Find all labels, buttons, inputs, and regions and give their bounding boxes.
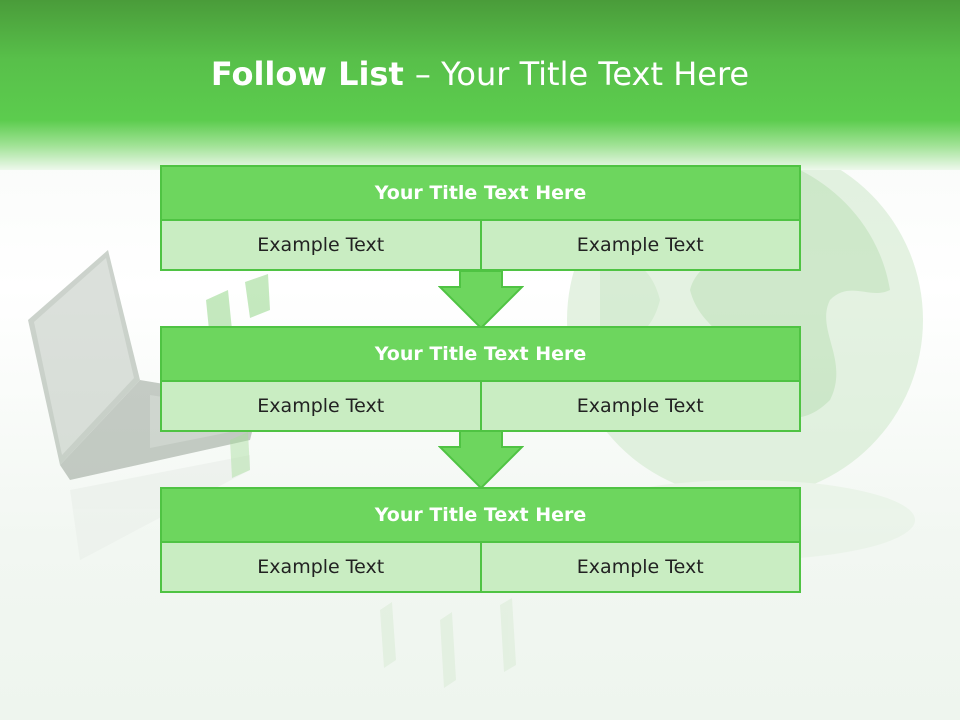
title-rest: – Your Title Text Here — [414, 55, 750, 93]
block-title: Your Title Text Here — [160, 165, 801, 221]
down-arrow-icon — [438, 430, 524, 490]
step-block-1: Your Title Text Here Example Text Exampl… — [160, 165, 801, 271]
block-left-text: Example Text — [160, 382, 482, 432]
block-left-text: Example Text — [160, 221, 482, 271]
block-row: Example Text Example Text — [160, 382, 801, 432]
block-right-text: Example Text — [479, 221, 801, 271]
block-title: Your Title Text Here — [160, 326, 801, 382]
block-title: Your Title Text Here — [160, 487, 801, 543]
header-band — [0, 0, 960, 170]
block-right-text: Example Text — [479, 382, 801, 432]
block-row: Example Text Example Text — [160, 543, 801, 593]
block-right-text: Example Text — [479, 543, 801, 593]
step-block-2: Your Title Text Here Example Text Exampl… — [160, 326, 801, 432]
step-block-3: Your Title Text Here Example Text Exampl… — [160, 487, 801, 593]
title-bold: Follow List — [210, 55, 415, 93]
down-arrow-icon — [438, 270, 524, 330]
block-left-text: Example Text — [160, 543, 482, 593]
block-row: Example Text Example Text — [160, 221, 801, 271]
slide-title: Follow List – Your Title Text Here — [0, 55, 960, 93]
